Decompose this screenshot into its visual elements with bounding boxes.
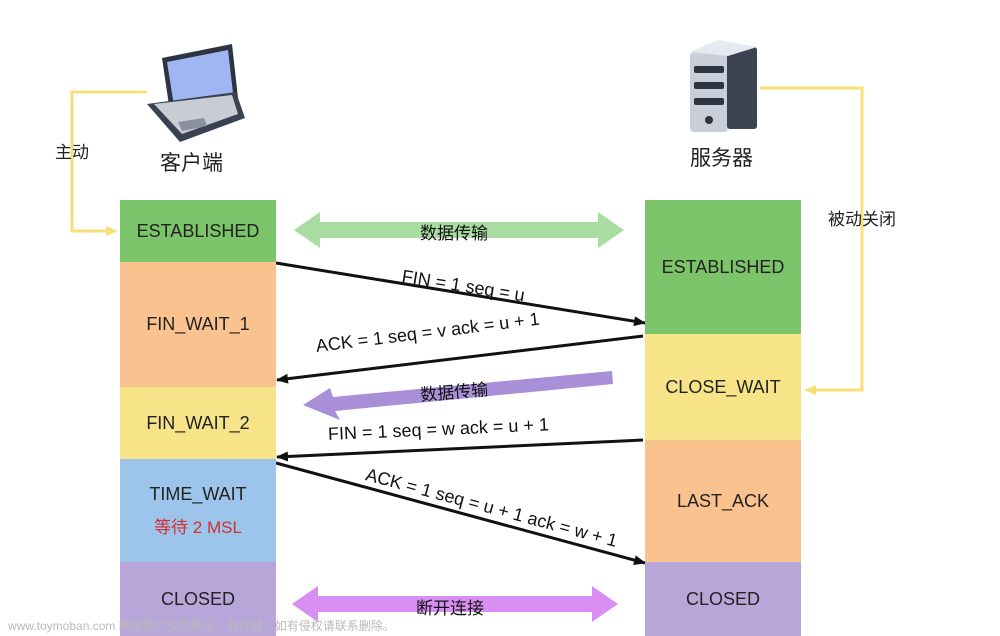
state-label: FIN_WAIT_1 [146,314,250,334]
time-wait-note: 等待 2 MSL [154,517,242,537]
disconnect-band [292,586,618,622]
client-state-closed: CLOSED [120,562,276,636]
message-arrow-ack-2 [275,461,646,565]
state-label: LAST_ACK [676,490,770,511]
message-arrow-ack-1 [276,334,644,384]
server-state-closed: CLOSED [645,562,801,636]
message-arrow-fin-2 [276,438,644,462]
watermark-text: www.toymoban.com 网络图片仅供展示，非存储，如有侵权请联系删除。 [8,619,395,633]
client-active-arrow [70,90,147,236]
client-state-established: ESTABLISHED [120,200,276,262]
client-state-time-wait: TIME_WAIT 等待 2 MSL [120,459,276,562]
state-label: TIME_WAIT [149,483,247,504]
server-passive-label: 被动关闭 [828,210,896,229]
state-label: ESTABLISHED [136,220,260,241]
state-label: CLOSED [160,588,236,609]
server-state-close-wait: CLOSE_WAIT [645,334,801,440]
server-state-established: ESTABLISHED [645,200,801,334]
state-label: FIN_WAIT_2 [146,412,250,433]
data-transfer-label-1: 数据传输 [420,224,488,243]
data-transfer-band-1 [294,212,624,248]
client-state-fin-wait-2: FIN_WAIT_2 [120,387,276,459]
state-label: CLOSE_WAIT [665,376,781,397]
state-label: CLOSED [685,588,761,609]
server-icon [690,40,757,132]
data-transfer-band-2 [303,371,613,420]
server-passive-arrow [760,86,864,395]
client-active-label: 主动 [55,143,89,162]
state-label: ESTABLISHED [661,256,785,277]
laptop-icon [147,44,245,142]
server-state-last-ack: LAST_ACK [645,440,801,562]
server-title: 服务器 [690,147,753,170]
message-arrow-fin-1 [275,261,646,327]
client-state-fin-wait-1: FIN_WAIT_1 [120,262,276,387]
client-title: 客户端 [160,152,223,175]
disconnect-label: 断开连接 [416,599,484,618]
